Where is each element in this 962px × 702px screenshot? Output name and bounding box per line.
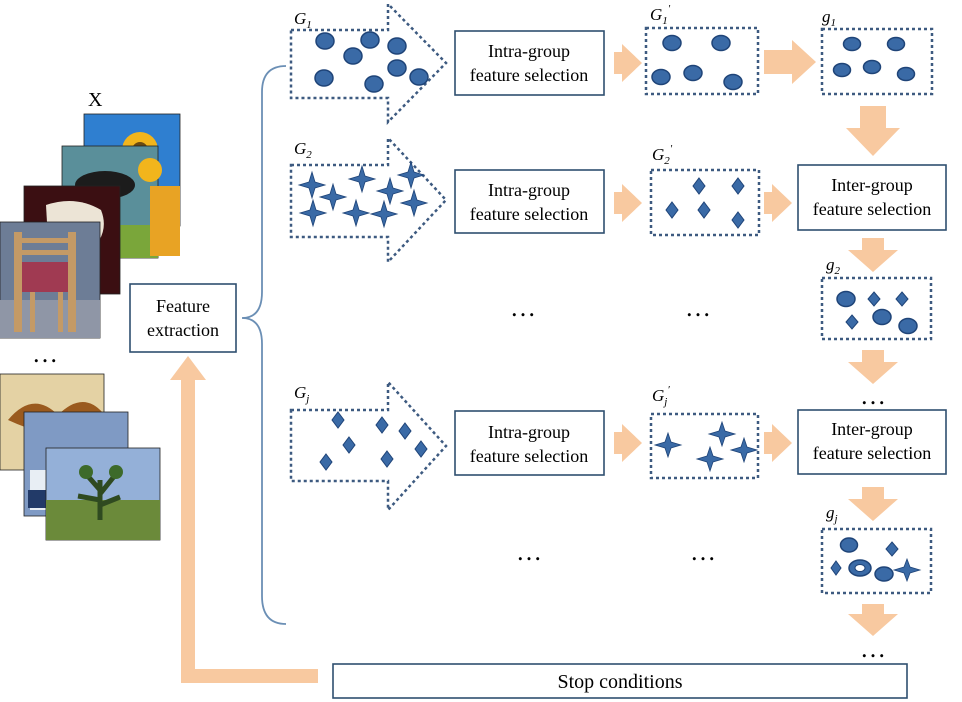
inter-group-line1-j: Inter-group <box>831 419 913 439</box>
selected-label-1: G1′ <box>650 3 671 27</box>
group-label-1: G1 <box>294 9 312 31</box>
group-arrow-1 <box>289 0 448 126</box>
output-box-j <box>820 527 933 595</box>
output-shapes-1 <box>832 36 916 82</box>
images-label: X <box>88 89 103 111</box>
selected-label-2: G2′ <box>652 143 673 167</box>
feedback-line <box>181 378 318 683</box>
output-box-2 <box>820 276 933 341</box>
feedback-arrowhead <box>170 356 206 380</box>
inter-group-box-1 <box>797 164 947 231</box>
inter-group-line2-1: feature selection <box>813 199 931 219</box>
down-arrow-2 <box>848 238 898 272</box>
output-label-2: g2 <box>826 255 841 277</box>
inter-group-line1-1: Inter-group <box>831 175 913 195</box>
flow-arrow-1a <box>614 44 642 82</box>
group-arrow-j <box>289 378 448 514</box>
group-shapes-1 <box>314 31 429 93</box>
feature-extraction-box <box>129 283 237 353</box>
intra-group-line1-1: Intra-group <box>488 41 570 61</box>
feature-extraction-line2: extraction <box>147 320 219 340</box>
intra-group-line1-2: Intra-group <box>488 180 570 200</box>
intra-group-box-1 <box>454 30 605 96</box>
image-stack-bottom <box>0 373 161 541</box>
group-arrow-2 <box>289 134 448 266</box>
intra-group-box-2 <box>454 169 605 234</box>
output-label-1: g1 <box>822 7 836 29</box>
selected-box-2 <box>649 168 761 237</box>
ellipsis-row2-intra: … <box>510 293 536 322</box>
selected-label-j: Gj′ <box>652 384 670 408</box>
down-arrow-4 <box>848 487 898 521</box>
ellipsis-rowj-intra: … <box>516 537 542 566</box>
inter-group-line2-j: feature selection <box>813 443 931 463</box>
flow-arrow-2a <box>614 184 642 222</box>
selected-box-1 <box>644 26 760 96</box>
group-bracket <box>241 65 287 625</box>
ellipsis-row2-selected: … <box>685 293 711 322</box>
feature-extraction-line1: Feature <box>156 296 210 316</box>
output-shapes-j <box>830 537 922 583</box>
stop-conditions-label: Stop conditions <box>557 671 682 693</box>
selected-shapes-j <box>653 420 759 473</box>
ellipsis-rowj-selected: … <box>690 537 716 566</box>
down-arrow-3 <box>848 350 898 384</box>
intra-group-line1-j: Intra-group <box>488 422 570 442</box>
inter-group-box-j <box>797 409 947 475</box>
selected-shapes-1 <box>651 34 743 91</box>
group-shapes-2 <box>297 160 429 229</box>
output-shapes-2 <box>836 290 918 335</box>
intra-group-line2-1: feature selection <box>470 65 588 85</box>
selected-shapes-2 <box>665 177 745 229</box>
group-shapes-j <box>319 411 428 471</box>
selected-box-j <box>649 412 760 480</box>
output-box-1 <box>820 27 934 96</box>
intra-group-box-j <box>454 410 605 476</box>
down-arrow-5 <box>848 604 898 636</box>
images-ellipsis: … <box>32 339 58 368</box>
flow-arrow-1b <box>764 40 816 84</box>
image-stack-top: X <box>0 89 181 339</box>
output-label-j: gj <box>826 503 838 525</box>
ellipsis-output-2: … <box>860 381 886 410</box>
intra-group-line2-2: feature selection <box>470 204 588 224</box>
intra-group-line2-j: feature selection <box>470 446 588 466</box>
down-arrow-1 <box>846 106 900 156</box>
flow-arrow-ja <box>614 424 642 462</box>
group-label-j: Gj <box>294 383 309 405</box>
flow-arrow-2b <box>764 184 792 222</box>
ellipsis-output-j: … <box>860 634 886 663</box>
stop-conditions-box <box>332 663 908 699</box>
group-label-2: G2 <box>294 139 312 161</box>
flow-arrow-jb <box>764 424 792 462</box>
